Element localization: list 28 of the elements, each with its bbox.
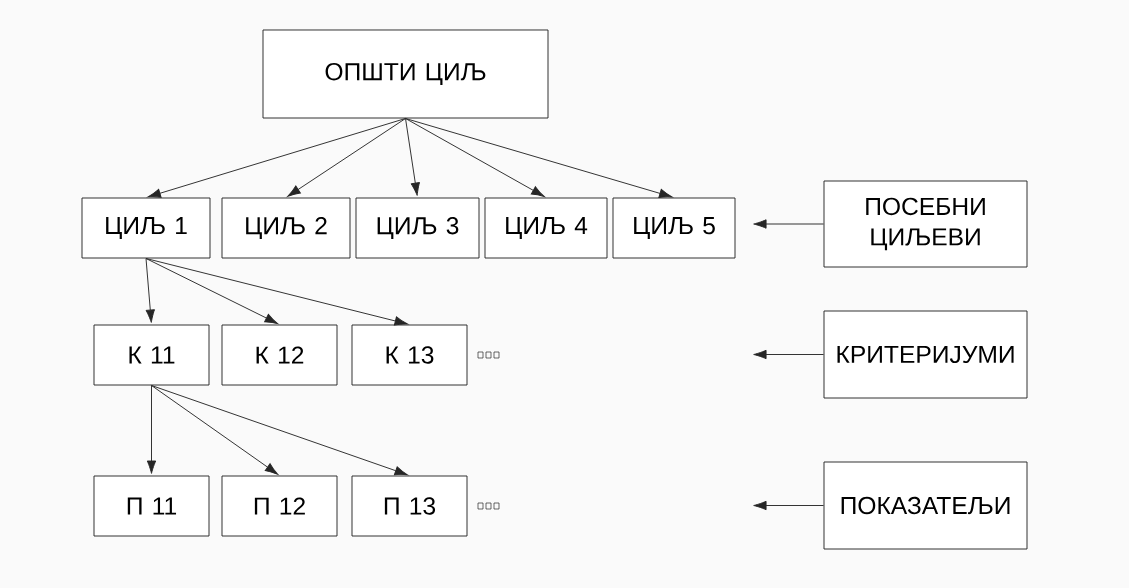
arrow <box>405 118 420 196</box>
arrow <box>753 219 824 229</box>
arrow <box>151 385 408 476</box>
process-box: П 13 <box>351 475 468 537</box>
process-box: ЦИЉ 2 <box>221 197 351 259</box>
process-box: П 12 <box>221 475 338 537</box>
process-box: К 12 <box>221 324 338 386</box>
process-box: ОПШТИ ЦИЉ <box>262 29 549 119</box>
arrow <box>146 385 157 474</box>
process-box: К 11 <box>93 324 210 386</box>
process-box: П 11 <box>93 475 210 537</box>
process-box: К 13 <box>351 324 468 386</box>
arrow <box>151 385 279 475</box>
arrow <box>405 118 545 197</box>
process-box: ЦИЉ 3 <box>355 197 480 259</box>
arrow <box>753 500 824 511</box>
process-box: КРИТЕРИЈУМИ <box>823 310 1028 399</box>
arrow <box>145 258 408 326</box>
process-box: ЦИЉ 5 <box>612 197 736 259</box>
arrow <box>753 349 824 360</box>
arrow <box>287 118 406 197</box>
process-box: ПОКАЗАТЕЉИ <box>823 461 1028 550</box>
arrow <box>405 118 673 198</box>
process-box: ЦИЉ 1 <box>81 197 211 259</box>
process-box: ПОСЕБНИ ЦИЉЕВИ <box>823 180 1028 268</box>
arrow <box>147 118 406 198</box>
process-box: ЦИЉ 4 <box>484 197 608 259</box>
arrow <box>145 258 155 323</box>
